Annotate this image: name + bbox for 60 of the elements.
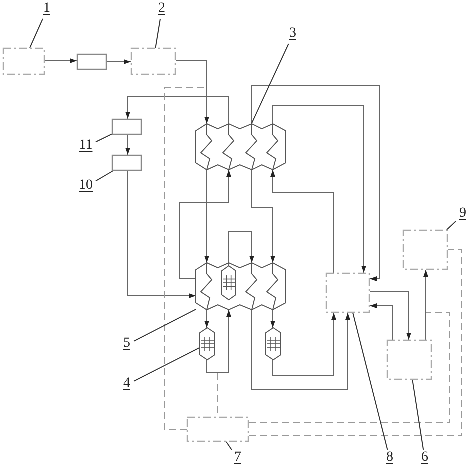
leader-line <box>352 312 388 450</box>
pipe-line <box>126 134 130 156</box>
callout-number: 4 <box>120 376 134 394</box>
signal-line <box>164 88 206 430</box>
leader-line <box>155 18 162 48</box>
pipe-line <box>44 58 78 64</box>
equipment-box <box>187 417 249 442</box>
leader-line <box>134 309 196 342</box>
leader-line <box>412 380 424 450</box>
pipe-line <box>252 86 380 282</box>
pipe-line <box>272 312 336 376</box>
pipe-line <box>206 310 232 374</box>
leader-line <box>30 18 44 48</box>
callout-number: 8 <box>383 450 397 468</box>
filter-vessel <box>222 266 236 300</box>
pipe-line <box>126 96 230 124</box>
equipment-box <box>326 273 370 313</box>
callout-number: 5 <box>120 336 134 354</box>
pipe-line <box>228 232 254 266</box>
filter-vessel <box>266 328 281 360</box>
component-box <box>112 119 142 135</box>
pipe-line <box>128 170 196 298</box>
equipment-box <box>131 48 176 75</box>
pipe-line <box>370 292 412 340</box>
callout-number: 7 <box>231 450 245 468</box>
leader-line <box>251 44 290 124</box>
component-box <box>112 155 142 171</box>
pipe-line <box>272 106 366 274</box>
leader-line <box>226 442 232 450</box>
signal-line <box>248 312 450 424</box>
filter-vessel <box>200 328 215 360</box>
signal-line <box>248 250 462 436</box>
pipe-line <box>180 170 232 280</box>
callout-number: 9 <box>456 206 470 224</box>
equipment-box <box>387 340 432 380</box>
leader-line <box>134 347 200 382</box>
equipment-box <box>403 230 448 270</box>
callout-number: 2 <box>155 1 169 19</box>
pipe-line <box>370 304 394 340</box>
equipment-box <box>3 48 45 75</box>
pipe-line <box>204 310 210 328</box>
pipe-line <box>270 310 276 328</box>
leader-line <box>96 134 112 143</box>
pipe-line <box>176 60 210 124</box>
callout-number: 1 <box>40 1 54 19</box>
pipe-line <box>270 170 334 274</box>
pipe-line <box>424 270 428 340</box>
leader-line <box>446 221 456 230</box>
leader-line <box>96 170 114 182</box>
pipe-line <box>106 60 132 64</box>
heat-exchanger <box>196 263 286 310</box>
callout-number: 3 <box>286 26 300 44</box>
heat-exchanger <box>196 124 286 170</box>
pipe-line <box>252 170 276 264</box>
callout-number: 6 <box>418 450 432 468</box>
pipe-line <box>204 170 210 264</box>
pipe-line <box>252 310 350 390</box>
callout-number: 11 <box>76 138 96 156</box>
component-box <box>77 54 107 70</box>
callout-number: 10 <box>76 178 96 196</box>
